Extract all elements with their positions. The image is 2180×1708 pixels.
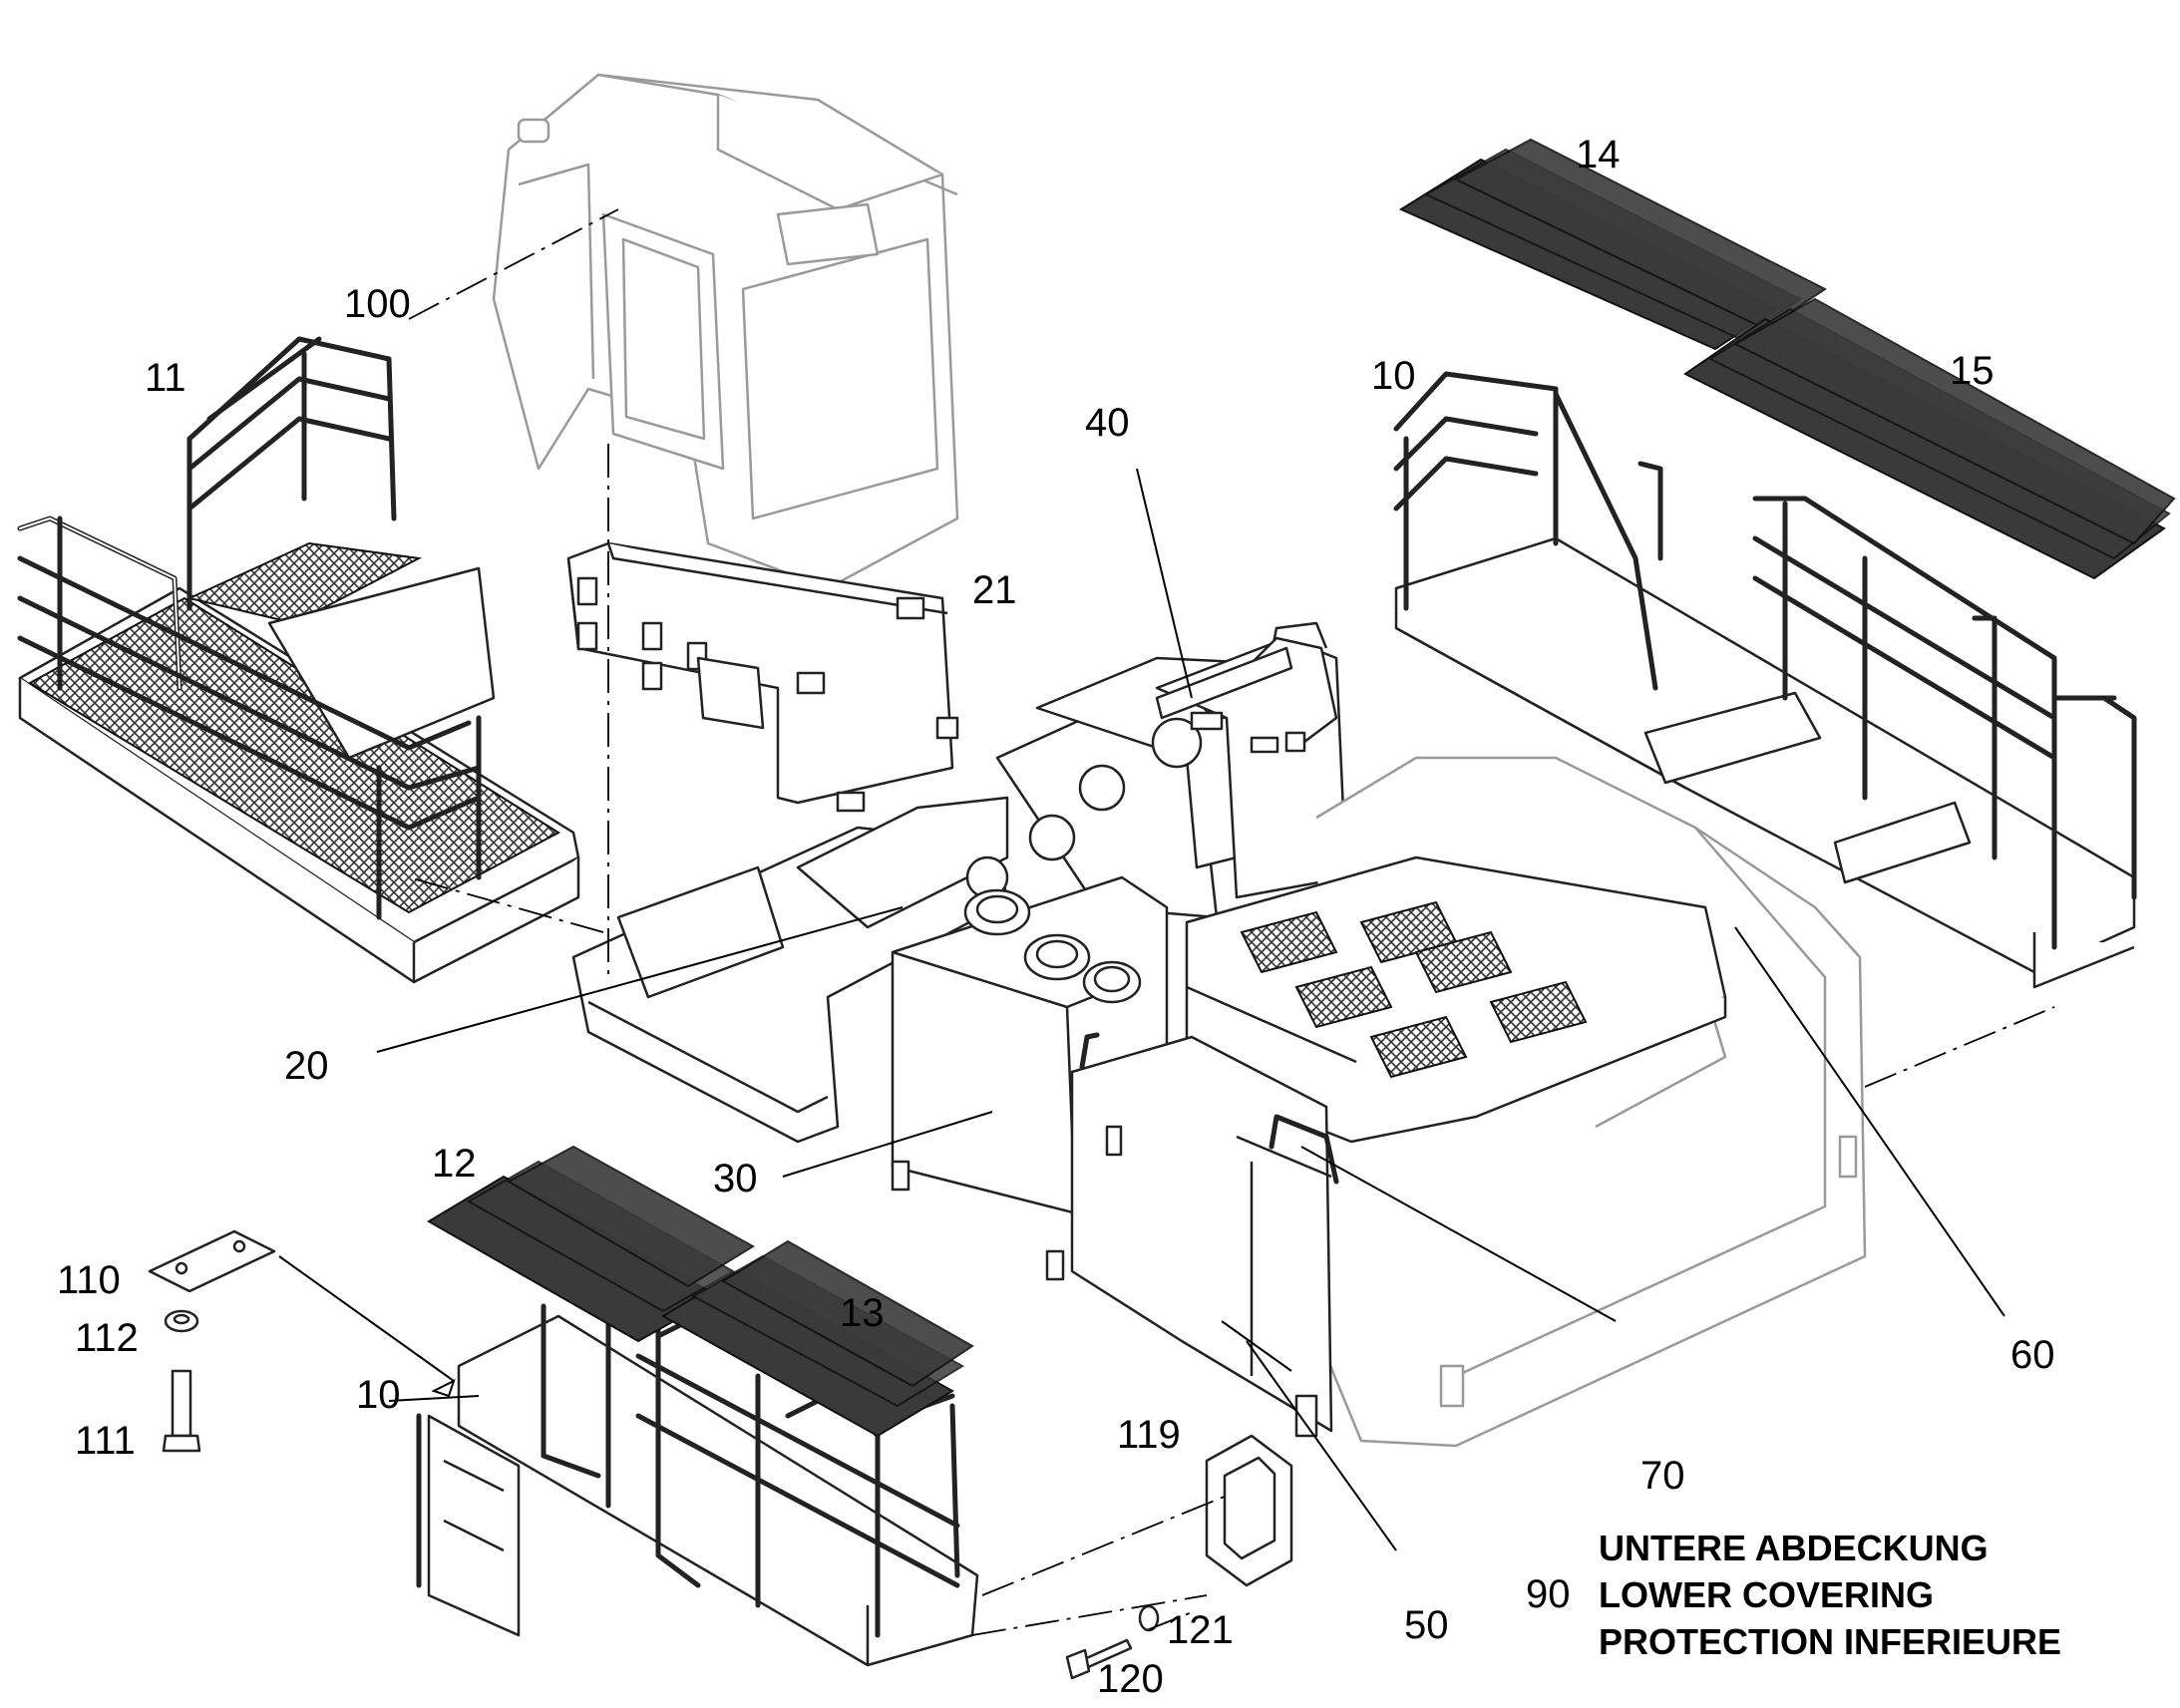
callout-40: 40: [1085, 401, 1130, 445]
callout-100: 100: [344, 282, 411, 326]
assembly-lines: [408, 208, 2055, 1636]
title-block: UNTERE ABDECKUNG LOWER COVERING PROTECTI…: [1599, 1528, 2061, 1662]
leader-lines: [278, 468, 2005, 1551]
bolt-120: [1065, 1638, 1133, 1680]
grating-12: [427, 1145, 755, 1343]
plate-110: [148, 1229, 276, 1293]
title-english: LOWER COVERING: [1599, 1574, 1934, 1615]
callout-14: 14: [1576, 133, 1621, 176]
left-platform-assembly: [17, 336, 580, 984]
callout-20: 20: [284, 1044, 329, 1088]
operator-cab: [492, 73, 959, 590]
callout-11: 11: [145, 356, 186, 400]
engine-hood-and-rear-cover: [1070, 756, 1867, 1448]
cab-mount-frame: [566, 541, 959, 813]
right-platform-assembly: [1393, 371, 2137, 989]
callout-21: 21: [972, 568, 1017, 612]
callout-60: 60: [2010, 1333, 2055, 1377]
grating-15: [1683, 297, 2176, 580]
grating-13: [661, 1239, 974, 1438]
callout-10-top: 10: [1371, 354, 1416, 398]
title-french: PROTECTION INFERIEURE: [1599, 1621, 2061, 1662]
callout-labels: 100 11 10 14 15 21 40 20 30 12 13 10 110…: [57, 133, 2055, 1701]
callout-121: 121: [1167, 1608, 1234, 1652]
callout-30: 30: [713, 1157, 758, 1200]
callout-112: 112: [75, 1316, 139, 1360]
callout-120: 120: [1097, 1657, 1164, 1701]
callout-70: 70: [1640, 1454, 1685, 1498]
pad-119: [1205, 1434, 1293, 1587]
callout-111: 111: [75, 1419, 136, 1463]
callout-110: 110: [57, 1258, 121, 1302]
upper-frame: [571, 621, 1348, 1144]
bolt-111: [162, 1369, 201, 1453]
title-german: UNTERE ABDECKUNG: [1599, 1528, 1989, 1568]
callout-119: 119: [1117, 1413, 1181, 1457]
callout-90: 90: [1526, 1572, 1571, 1616]
callout-50: 50: [1404, 1603, 1449, 1647]
callout-10-bottom: 10: [356, 1373, 401, 1417]
step-platform-assembly: [416, 1303, 979, 1667]
washer-112: [164, 1309, 199, 1333]
callout-15: 15: [1950, 349, 1995, 393]
callout-12: 12: [432, 1142, 477, 1186]
callout-13: 13: [840, 1291, 885, 1335]
grating-14: [1398, 138, 1827, 351]
